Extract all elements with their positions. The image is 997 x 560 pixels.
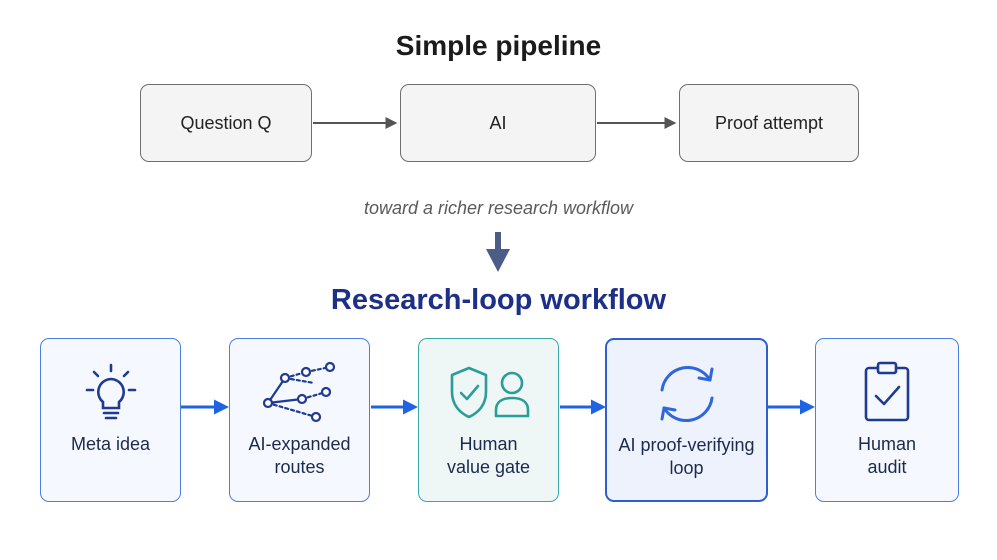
branching-routes-icon [230, 359, 369, 427]
ai-expanded-routes-box: AI-expanded routes [229, 338, 370, 502]
proof-attempt-box: Proof attempt [679, 84, 859, 162]
simple-pipeline-title: Simple pipeline [395, 30, 602, 61]
down-arrow-icon [486, 232, 510, 272]
ai-label: AI [489, 112, 507, 133]
shield-check-person-icon [419, 359, 558, 427]
cycle-arrows-icon [607, 360, 766, 428]
ai-proof-verifying-loop-label: AI proof-verifying loop [618, 435, 755, 478]
human-value-gate-label: Human value gate [446, 434, 531, 477]
question-q-label: Question Q [180, 112, 272, 133]
clipboard-check-icon [816, 359, 958, 427]
human-audit-label: Human audit [857, 434, 917, 477]
ai-box: AI [400, 84, 596, 162]
meta-idea-box: Meta idea [40, 338, 181, 502]
transition-caption: toward a richer research workflow [363, 198, 634, 218]
human-audit-box: Human audit [815, 338, 959, 502]
meta-idea-label: Meta idea [70, 434, 151, 454]
question-q-box: Question Q [140, 84, 312, 162]
lightbulb-icon [41, 359, 180, 427]
ai-expanded-routes-label: AI-expanded routes [248, 434, 351, 477]
proof-attempt-label: Proof attempt [714, 112, 824, 133]
ai-proof-verifying-loop-box: AI proof-verifying loop [605, 338, 768, 502]
human-value-gate-box: Human value gate [418, 338, 559, 502]
research-loop-title: Research-loop workflow [330, 284, 667, 316]
